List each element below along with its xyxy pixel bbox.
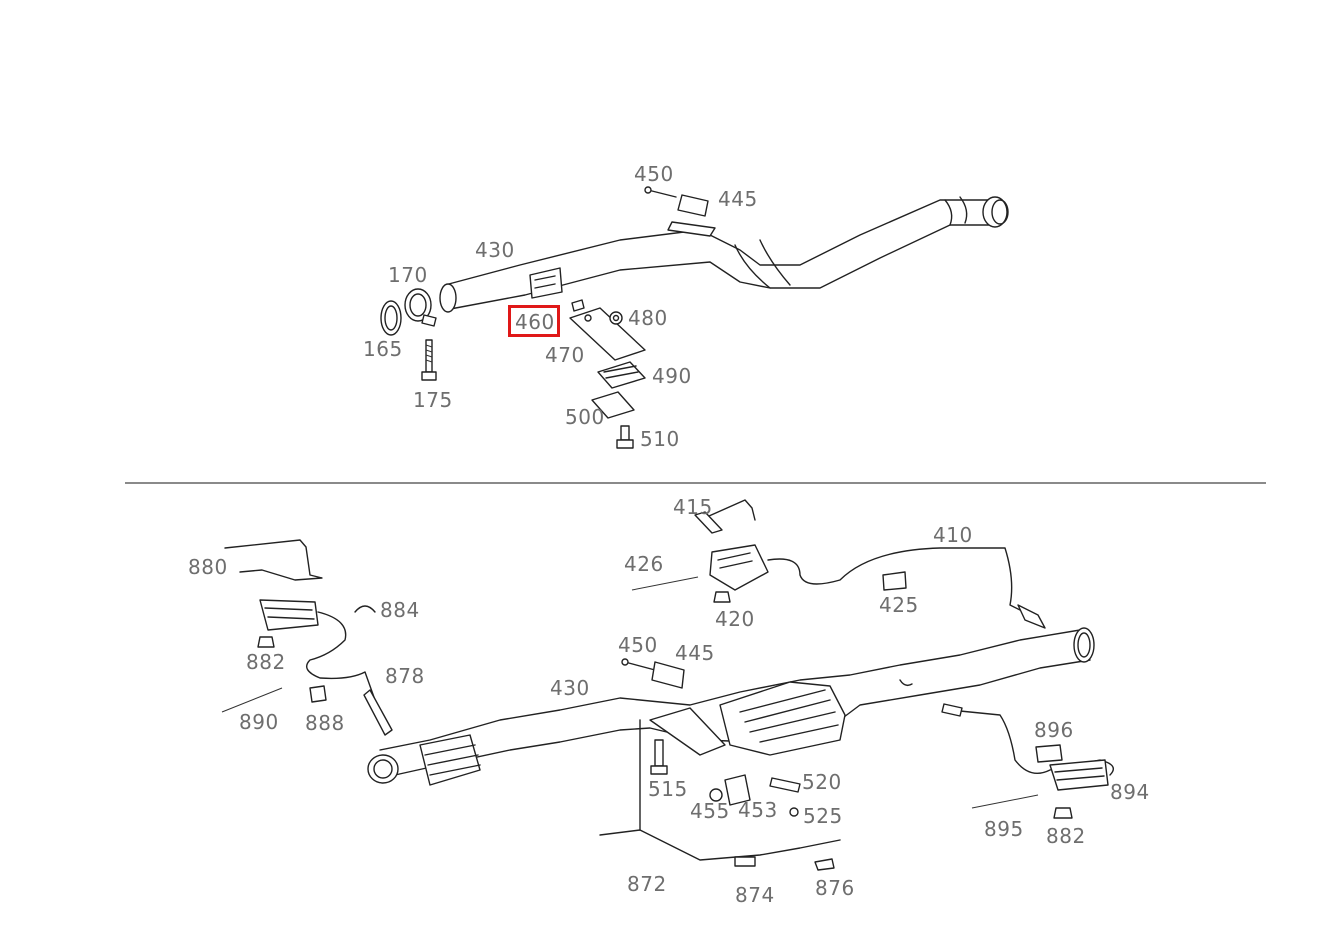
- part-label-876[interactable]: 876: [815, 876, 855, 900]
- upper-bolt-175: [421, 339, 437, 381]
- part-label-510[interactable]: 510: [640, 427, 680, 451]
- part-label-525[interactable]: 525: [803, 804, 843, 828]
- part-label-445-upper[interactable]: 445: [718, 187, 758, 211]
- part-label-430-upper[interactable]: 430: [475, 238, 515, 262]
- part-label-490[interactable]: 490: [652, 364, 692, 388]
- part-label-515[interactable]: 515: [648, 777, 688, 801]
- part-label-165[interactable]: 165: [363, 337, 403, 361]
- part-label-894[interactable]: 894: [1110, 780, 1150, 804]
- part-label-453[interactable]: 453: [738, 798, 778, 822]
- part-label-520[interactable]: 520: [802, 770, 842, 794]
- lower-sensor-right-894: [941, 703, 1114, 819]
- upper-bolt-450: [644, 186, 709, 217]
- part-label-872[interactable]: 872: [627, 872, 667, 896]
- part-label-882-left[interactable]: 882: [246, 650, 286, 674]
- part-label-890[interactable]: 890: [239, 710, 279, 734]
- part-label-455[interactable]: 455: [690, 799, 730, 823]
- lower-mount-parts: [599, 658, 841, 871]
- part-label-884[interactable]: 884: [380, 598, 420, 622]
- upper-clamp-170: [404, 288, 437, 327]
- part-label-500[interactable]: 500: [565, 405, 605, 429]
- part-label-426[interactable]: 426: [624, 552, 664, 576]
- part-label-895[interactable]: 895: [984, 817, 1024, 841]
- part-label-450-upper[interactable]: 450: [634, 162, 674, 186]
- part-label-874[interactable]: 874: [735, 883, 775, 907]
- upper-front-pipe: [439, 196, 1009, 313]
- part-label-450-lower[interactable]: 450: [618, 633, 658, 657]
- part-label-896[interactable]: 896: [1034, 718, 1074, 742]
- part-label-170[interactable]: 170: [388, 263, 428, 287]
- part-label-480[interactable]: 480: [628, 306, 668, 330]
- lower-exhaust-system: [367, 627, 1095, 786]
- part-label-175[interactable]: 175: [413, 388, 453, 412]
- part-label-445-lower[interactable]: 445: [675, 641, 715, 665]
- part-label-878[interactable]: 878: [385, 664, 425, 688]
- part-label-470[interactable]: 470: [545, 343, 585, 367]
- part-label-460[interactable]: 460: [515, 310, 555, 334]
- lower-sensor-module-left: [221, 539, 393, 736]
- upper-ring-165: [380, 300, 402, 336]
- part-label-410[interactable]: 410: [933, 523, 973, 547]
- part-label-888[interactable]: 888: [305, 711, 345, 735]
- upper-hanger-bracket: [529, 221, 716, 299]
- part-label-415[interactable]: 415: [673, 495, 713, 519]
- part-label-425[interactable]: 425: [879, 593, 919, 617]
- part-label-430-lower[interactable]: 430: [550, 676, 590, 700]
- part-label-420[interactable]: 420: [715, 607, 755, 631]
- upper-mount-parts: [569, 299, 646, 449]
- part-label-880[interactable]: 880: [188, 555, 228, 579]
- lower-sensor-module-right: [631, 499, 1046, 629]
- part-label-882-right[interactable]: 882: [1046, 824, 1086, 848]
